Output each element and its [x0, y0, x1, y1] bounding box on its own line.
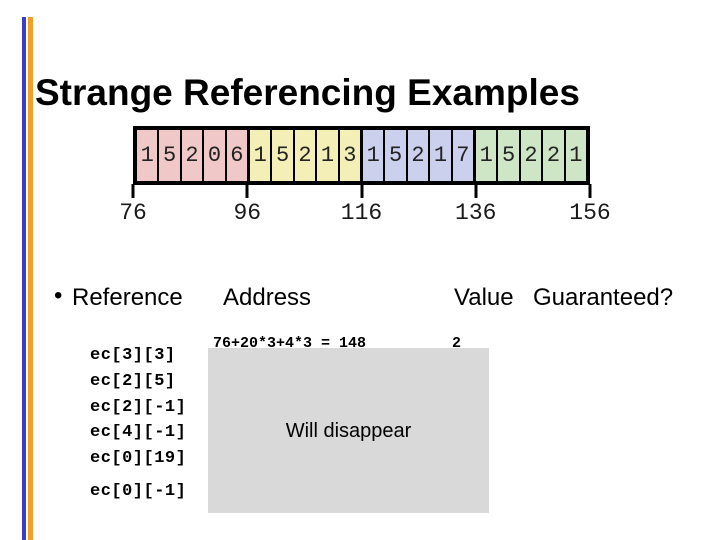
array-cell: 1: [366, 143, 380, 168]
tick-mark: [360, 184, 363, 198]
array-cell: 2: [405, 130, 428, 181]
tick-mark: [588, 184, 592, 198]
array-cell: 2: [541, 130, 563, 181]
first-row-address-expr: 76+20*3+4*3 = 148: [213, 335, 367, 352]
tick-mark: [131, 184, 135, 198]
accent-bar-blue: [22, 17, 26, 540]
address-label: 116: [340, 200, 383, 226]
column-header-address: Address: [223, 284, 312, 311]
accent-bar-orange: [28, 17, 33, 540]
reference-item: ec[4][-1]: [90, 423, 187, 443]
array-cell: 2: [292, 130, 315, 181]
address-label: 96: [233, 200, 262, 226]
overlay-label: Will disappear: [285, 420, 412, 442]
reference-item: ec[0][-1]: [90, 481, 187, 501]
array-cell: 2: [179, 130, 202, 181]
column-header-guaranteed: Guaranteed?: [533, 284, 674, 311]
array-cell: 5: [157, 130, 179, 181]
column-header-reference: Reference: [72, 284, 183, 311]
array-cell: 1: [479, 143, 493, 168]
array-cell: 2: [518, 130, 541, 181]
address-label: 136: [455, 200, 497, 226]
array-cell: 7: [450, 130, 473, 181]
array-cell: 0: [202, 130, 224, 181]
reference-item: ec[0][19]: [90, 449, 187, 469]
address-axis: 76 96 116 136 156: [119, 184, 611, 226]
first-row-value: 2: [452, 335, 462, 352]
array-cell: 6: [224, 130, 247, 181]
array-cell: 1: [315, 130, 337, 181]
array-cell: 1: [253, 143, 267, 168]
array-cell: 1: [563, 130, 586, 181]
array-cell: 5: [270, 130, 292, 181]
tick-mark: [474, 184, 478, 198]
reference-list: ec[3][3] ec[2][5] ec[2][-1] ec[4][-1] ec[0][…: [90, 346, 210, 508]
array-cell: 5: [496, 130, 518, 181]
address-label: 76: [119, 200, 147, 226]
slide-title: Strange Referencing Examples: [35, 71, 580, 113]
bullet-marker: •: [54, 282, 63, 309]
array-cell: 5: [383, 130, 405, 181]
column-header-value: Value: [454, 284, 514, 311]
address-label: 156: [569, 200, 611, 226]
reference-item: ec[3][3]: [90, 346, 176, 365]
will-disappear-overlay: Will disappear: [208, 348, 489, 513]
tick-mark: [245, 184, 249, 198]
array-cell: 1: [140, 143, 154, 168]
reference-item: ec[2][-1]: [90, 397, 187, 417]
array-cell: 3: [337, 130, 360, 181]
reference-item: ec[2][5]: [90, 371, 176, 391]
array-cell: 1: [428, 130, 450, 181]
